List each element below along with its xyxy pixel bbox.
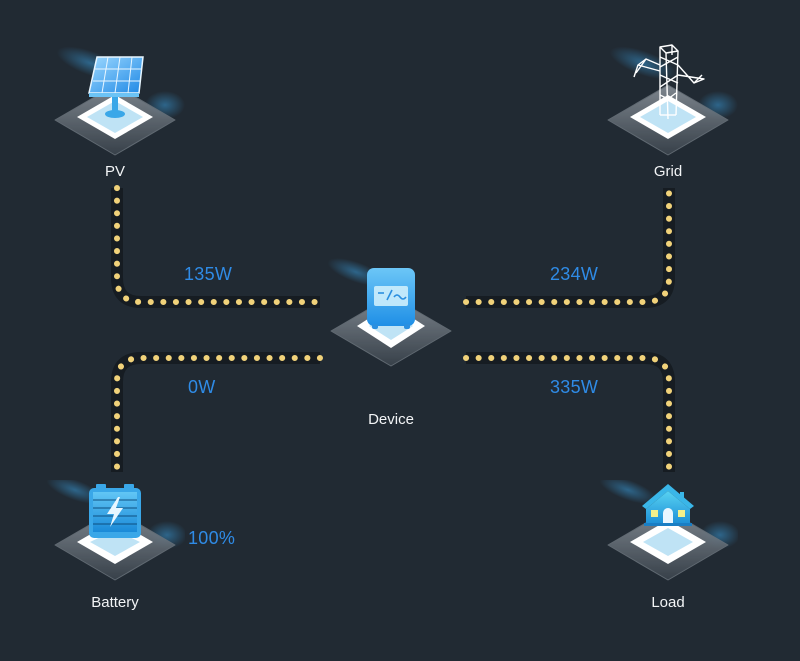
- platform: [327, 258, 452, 367]
- platform: [599, 480, 738, 581]
- node-pv[interactable]: PV: [45, 35, 185, 185]
- battery-soc-value: 100%: [188, 528, 236, 548]
- node-label-pv: PV: [104, 163, 125, 180]
- flow-line-pv: [111, 185, 323, 308]
- node-label-device: Device: [368, 411, 414, 428]
- battery-icon: [89, 484, 141, 538]
- house-icon: [642, 484, 694, 526]
- flow-line-load: [463, 352, 675, 475]
- power-tower-icon: [633, 44, 705, 120]
- node-label-load: Load: [651, 594, 685, 611]
- load-power-value: 335W: [550, 377, 599, 397]
- battery-power-value: 0W: [188, 377, 216, 397]
- node-label-battery: Battery: [91, 594, 139, 611]
- inverter-icon: [367, 268, 415, 329]
- flow-line-battery: [111, 352, 323, 475]
- node-device[interactable]: Device: [321, 258, 461, 438]
- node-label-grid: Grid: [653, 163, 683, 180]
- pv-power-value: 135W: [184, 264, 233, 284]
- platform: [46, 480, 185, 581]
- flow-line-grid: [463, 185, 675, 308]
- node-load[interactable]: Load: [598, 480, 738, 630]
- node-battery[interactable]: Battery: [45, 480, 185, 630]
- solar-panel-icon: [88, 56, 144, 118]
- node-grid[interactable]: Grid: [598, 35, 738, 185]
- grid-power-value: 234W: [550, 264, 599, 284]
